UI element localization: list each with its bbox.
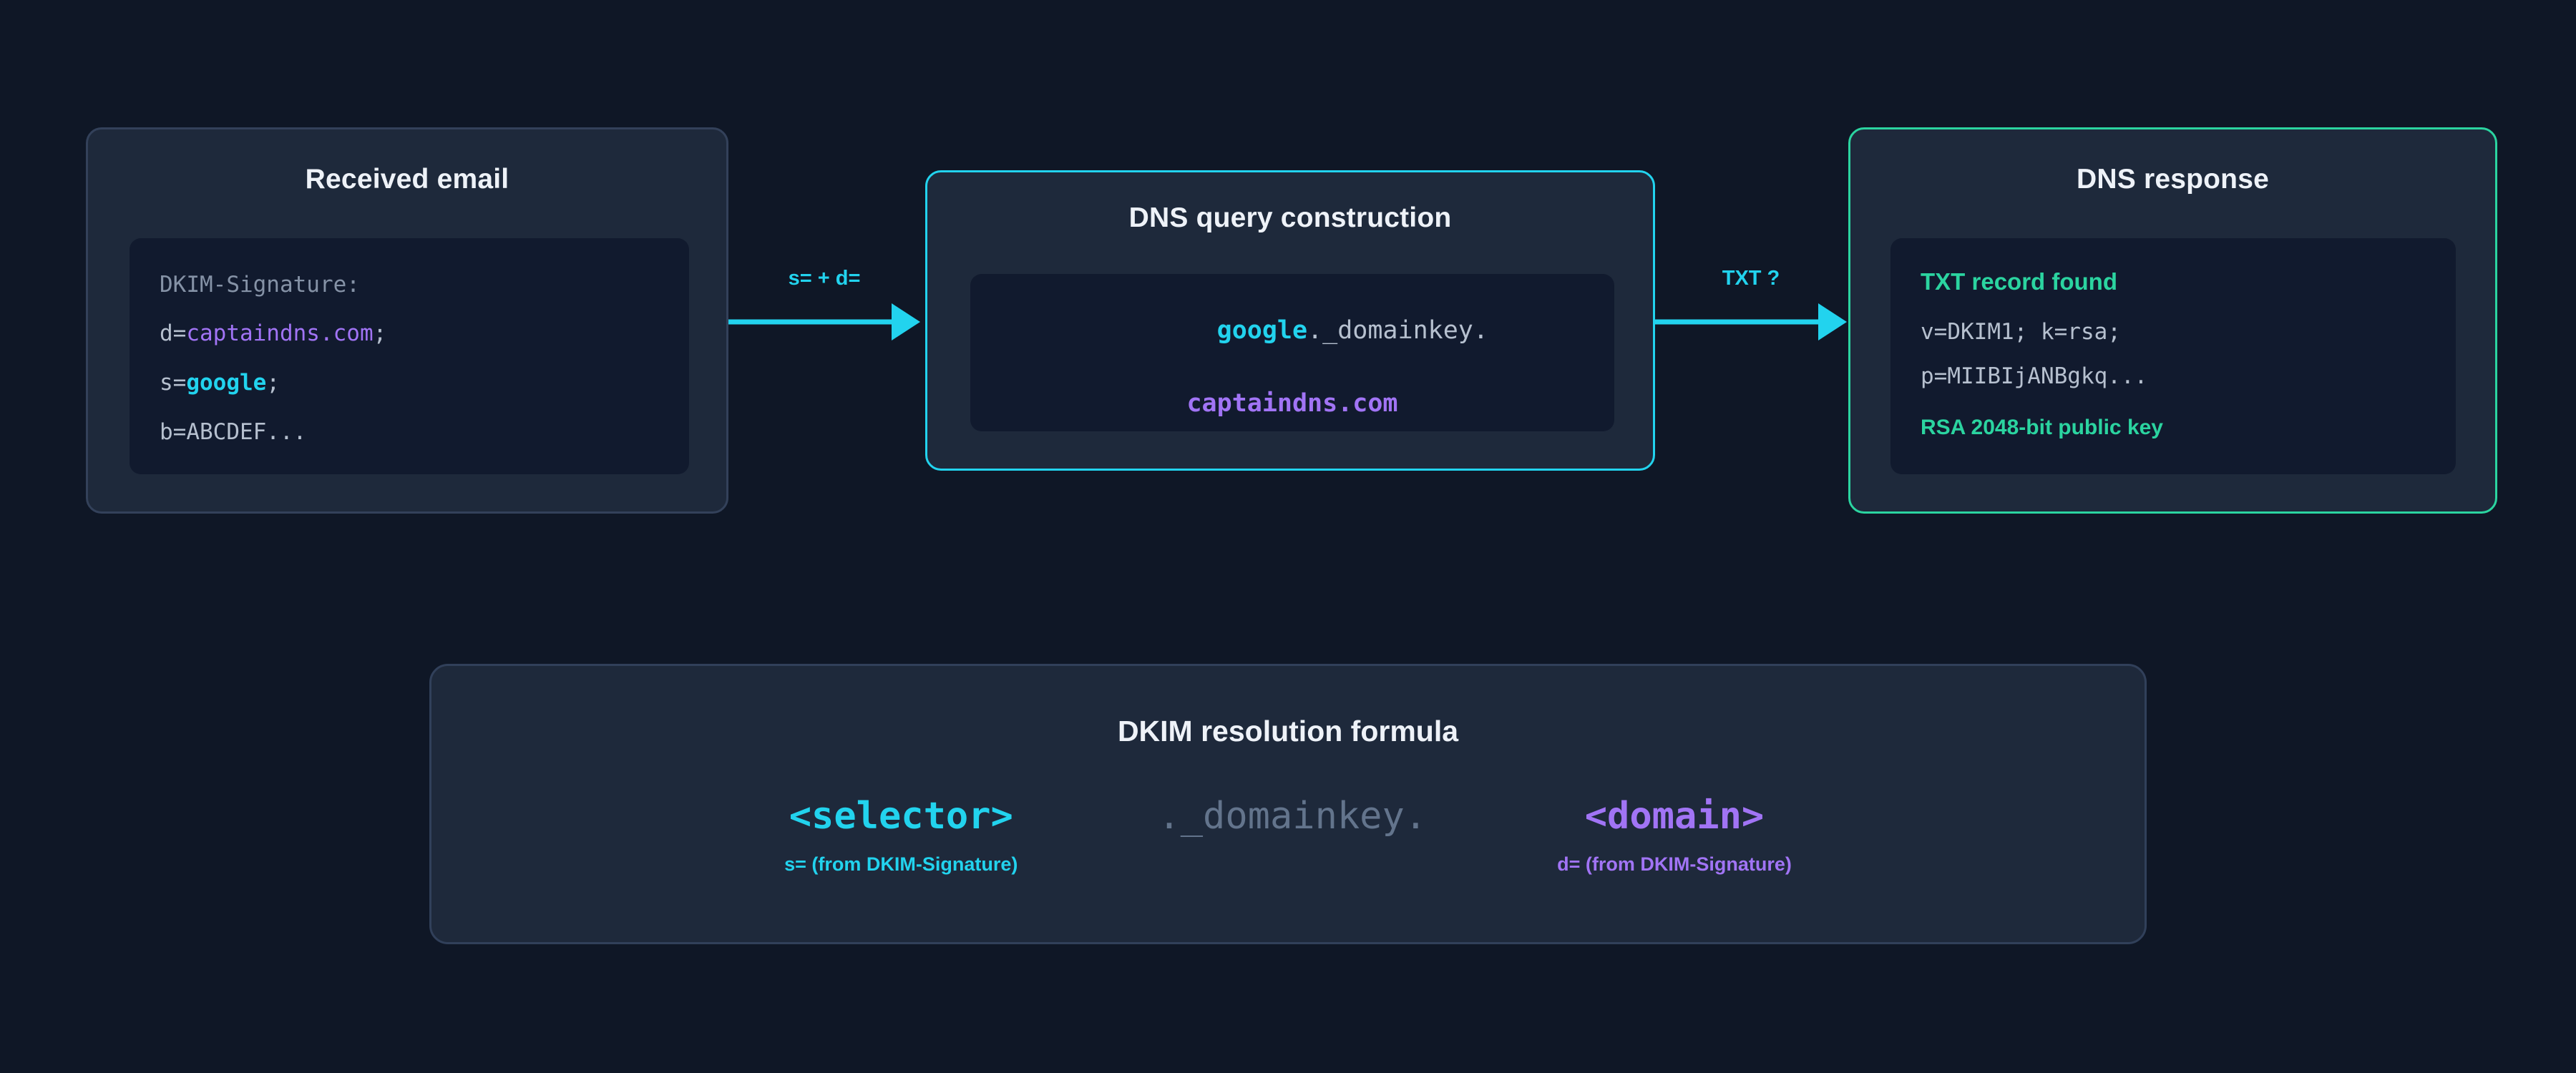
- arrow-email-to-query-head: [892, 303, 920, 340]
- formula-domainkey-column: ._domainkey.: [1158, 795, 1427, 838]
- arrow-query-to-response-label: TXT ?: [1722, 267, 1780, 290]
- code-value-selector: google: [186, 370, 267, 396]
- formula-domainkey-token: ._domainkey.: [1158, 795, 1428, 838]
- formula-domain-token: <domain>: [1584, 795, 1765, 838]
- card-dns-response-title: DNS response: [2077, 164, 2269, 195]
- code-semicolon-s: ;: [266, 370, 280, 396]
- code-value-domain: captaindns.com: [186, 320, 374, 346]
- arrow-email-to-query: s= + d=: [728, 267, 920, 343]
- formula-domain-caption: d= (from DKIM-Signature): [1557, 853, 1792, 875]
- formula-row: <selector> s= (from DKIM-Signature) ._do…: [431, 795, 2145, 876]
- formula-selector-caption: s= (from DKIM-Signature): [784, 853, 1018, 875]
- card-dns-query-construction: DNS query construction google._domainkey…: [925, 170, 1655, 471]
- card-received-email: Received email DKIM-Signature: d=captain…: [86, 127, 728, 514]
- dns-record-line-2: p=MIIBIjANBgkq...: [1921, 363, 2148, 389]
- dns-query-domainkey: ._domainkey.: [1307, 316, 1488, 345]
- dns-query-domain: captaindns.com: [1186, 389, 1398, 418]
- formula-panel-title: DKIM resolution formula: [1117, 715, 1459, 748]
- received-email-code-block: DKIM-Signature: d=captaindns.com; s=goog…: [130, 238, 689, 474]
- card-received-email-title: Received email: [305, 164, 509, 195]
- card-dns-response: DNS response TXT record found v=DKIM1; k…: [1848, 127, 2497, 514]
- code-key-s: s=: [160, 370, 187, 396]
- code-line-domain: d=captaindns.com;: [160, 323, 386, 345]
- rsa-key-info: RSA 2048-bit public key: [1921, 416, 2163, 439]
- arrow-query-to-response: TXT ?: [1655, 267, 1847, 343]
- dns-query-line-1: google._domainkey.: [1096, 288, 1488, 373]
- arrow-query-to-response-head: [1818, 303, 1847, 340]
- arrow-email-to-query-line: [728, 319, 893, 325]
- formula-selector-column: <selector> s= (from DKIM-Signature): [784, 795, 1018, 876]
- dns-query-selector: google: [1216, 316, 1308, 345]
- arrow-query-to-response-line: [1655, 319, 1820, 325]
- code-line-dkim-header: DKIM-Signature:: [160, 272, 360, 298]
- dns-query-value-block: google._domainkey. captaindns.com: [970, 274, 1614, 431]
- txt-record-found-label: TXT record found: [1921, 268, 2117, 295]
- card-dns-query-title: DNS query construction: [1128, 202, 1452, 233]
- code-semicolon-d: ;: [373, 320, 387, 346]
- code-key-d: d=: [160, 320, 187, 346]
- code-line-body-hash: b=ABCDEF...: [160, 419, 307, 445]
- formula-selector-token: <selector>: [789, 795, 1013, 838]
- code-line-selector: s=google;: [160, 372, 280, 394]
- arrow-email-to-query-label: s= + d=: [788, 267, 861, 290]
- panel-dkim-resolution-formula: DKIM resolution formula <selector> s= (f…: [429, 664, 2147, 944]
- dns-record-line-1: v=DKIM1; k=rsa;: [1921, 319, 2121, 345]
- dns-response-record-block: TXT record found v=DKIM1; k=rsa; p=MIIBI…: [1890, 238, 2456, 474]
- formula-domain-column: <domain> d= (from DKIM-Signature): [1557, 795, 1792, 876]
